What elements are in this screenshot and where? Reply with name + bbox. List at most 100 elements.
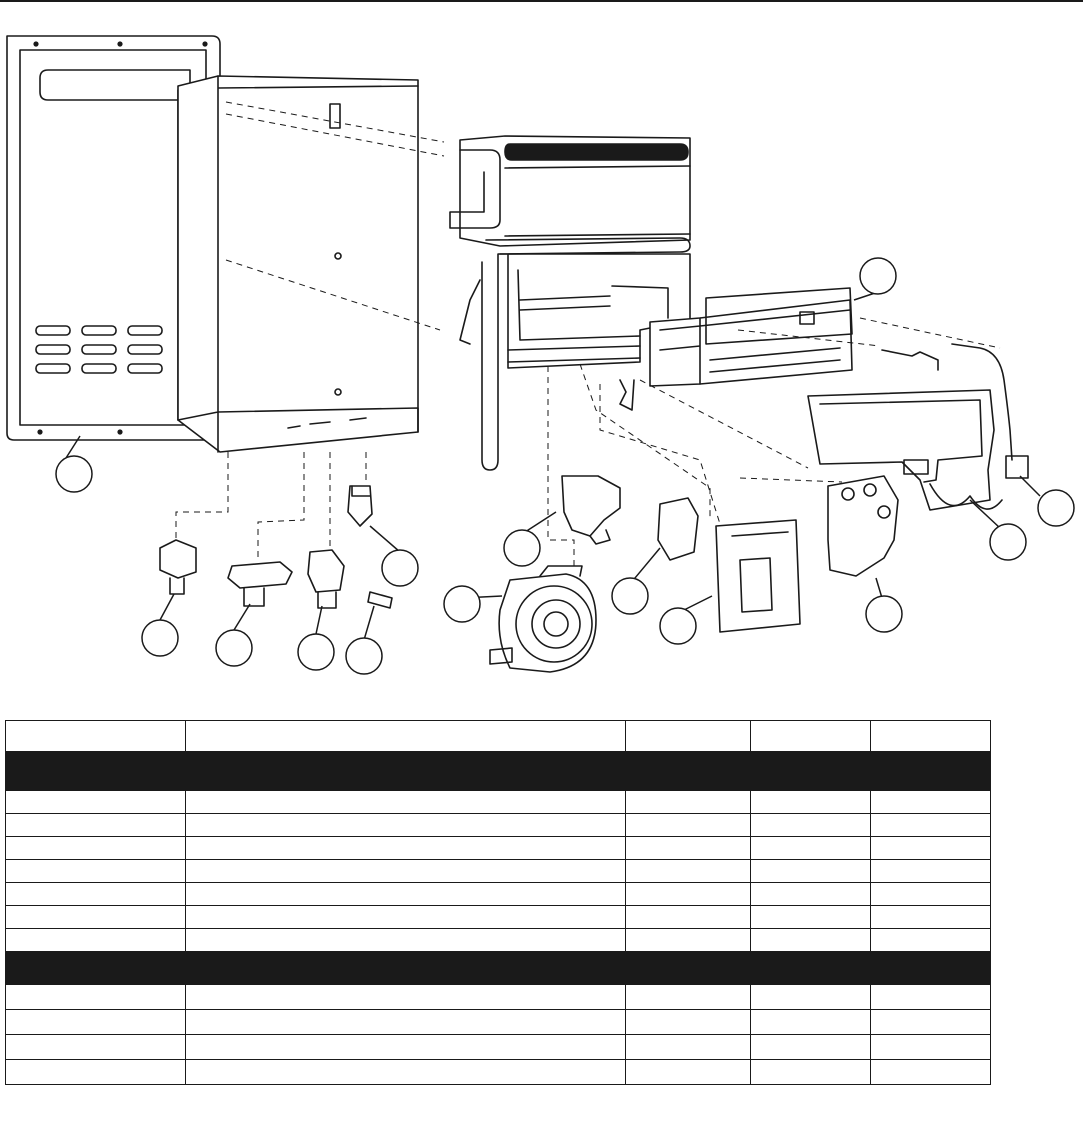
table-cell	[5, 1009, 186, 1035]
table-cell	[5, 928, 186, 952]
table-cell	[870, 984, 991, 1010]
table-cell	[870, 813, 991, 837]
table-row	[5, 1034, 991, 1060]
callout-circle	[141, 619, 179, 657]
table-cell	[5, 790, 186, 814]
table-cell	[185, 928, 626, 952]
table-row	[5, 928, 991, 952]
page-top-rule	[0, 0, 1083, 2]
table-header-row	[5, 720, 991, 752]
table-cell	[750, 1009, 871, 1035]
table-cell	[750, 813, 871, 837]
table-cell	[870, 1009, 991, 1035]
table-cell	[750, 928, 871, 952]
water-inlet-valve	[159, 539, 197, 595]
table-cell	[185, 882, 626, 906]
column-header	[870, 720, 991, 752]
callout-markers	[55, 257, 1075, 675]
table-cell	[750, 984, 871, 1010]
callout-circle	[443, 585, 481, 623]
table-cell	[625, 882, 751, 906]
column-header	[625, 720, 751, 752]
callout-circle	[859, 257, 897, 295]
table-cell	[750, 836, 871, 860]
table-row	[5, 859, 991, 883]
cabinet-case	[177, 75, 419, 453]
table-row	[5, 836, 991, 860]
drain-filter-cup	[227, 561, 293, 607]
table-cell	[870, 928, 991, 952]
table-cell	[625, 813, 751, 837]
section-band	[5, 951, 991, 985]
table-row	[5, 882, 991, 906]
table-cell	[625, 1009, 751, 1035]
table-cell	[5, 882, 186, 906]
table-cell	[625, 984, 751, 1010]
table-cell	[625, 928, 751, 952]
table-cell	[185, 1034, 626, 1060]
table-row	[5, 1059, 991, 1085]
parts-list-table	[5, 720, 991, 1085]
table-row	[5, 905, 991, 929]
table-cell	[5, 905, 186, 929]
wiring-harness	[929, 483, 1003, 510]
callout-circle	[503, 529, 541, 567]
column-header	[5, 720, 186, 752]
table-cell	[625, 859, 751, 883]
table-cell	[5, 984, 186, 1010]
burner-manifold	[649, 287, 853, 387]
table-cell	[625, 790, 751, 814]
front-cover-panel	[6, 35, 221, 441]
cover-vent-slots	[35, 325, 163, 374]
table-cell	[750, 790, 871, 814]
drain-plug	[367, 591, 393, 609]
water-outlet-fitting	[347, 485, 373, 527]
exploded-parts-diagram	[6, 35, 1075, 675]
combustion-fan	[489, 565, 597, 673]
gas-valve	[561, 475, 621, 545]
table-cell	[750, 882, 871, 906]
table-cell	[185, 836, 626, 860]
table-cell	[870, 859, 991, 883]
table-cell	[870, 905, 991, 929]
table-cell	[5, 859, 186, 883]
callout-circle	[611, 577, 649, 615]
callout-circle	[1037, 489, 1075, 527]
heat-exchanger-assembly	[449, 135, 691, 471]
callout-circle	[215, 629, 253, 667]
water-flow-sensor	[657, 497, 699, 561]
column-header	[750, 720, 871, 752]
table-cell	[750, 859, 871, 883]
table-cell	[185, 905, 626, 929]
table-cell	[625, 905, 751, 929]
table-cell	[625, 1059, 751, 1085]
table-cell	[5, 1034, 186, 1060]
callout-circle	[659, 607, 697, 645]
water-control-valve	[827, 475, 899, 577]
table-cell	[185, 859, 626, 883]
section-band	[5, 751, 991, 791]
table-cell	[750, 1034, 871, 1060]
pcb-board	[715, 519, 801, 633]
table-cell	[5, 836, 186, 860]
section-title	[5, 751, 991, 791]
callout-circle	[989, 523, 1027, 561]
callout-circle	[55, 455, 93, 493]
table-cell	[750, 1059, 871, 1085]
table-cell	[870, 790, 991, 814]
table-cell	[870, 1034, 991, 1060]
table-cell	[185, 813, 626, 837]
table-cell	[185, 1009, 626, 1035]
leader-lines	[175, 101, 1001, 566]
table-cell	[185, 1059, 626, 1085]
table-row	[5, 1009, 991, 1035]
callout-circle	[297, 633, 335, 671]
table-cell	[870, 1059, 991, 1085]
column-header	[185, 720, 626, 752]
table-cell	[5, 813, 186, 837]
table-cell	[625, 836, 751, 860]
callout-circle	[345, 637, 383, 675]
callout-circle	[865, 595, 903, 633]
pressure-relief-valve	[307, 549, 345, 609]
table-row	[5, 813, 991, 837]
